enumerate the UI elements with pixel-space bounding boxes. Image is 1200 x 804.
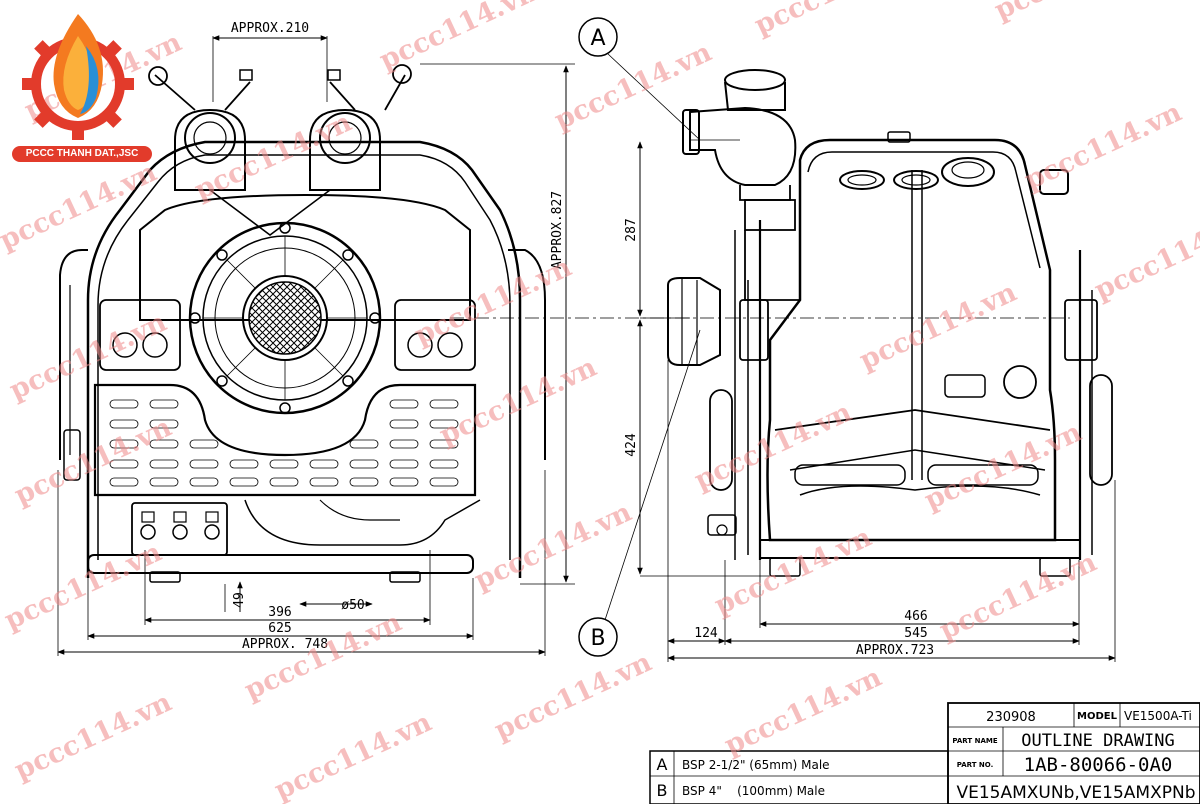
callout-b-circle xyxy=(578,617,618,657)
dim-approx-827: APPROX.827 xyxy=(550,191,565,269)
dim-466: 466 xyxy=(904,609,927,624)
watermark-text: pccc114.vn xyxy=(240,607,407,707)
callout-b-label: B xyxy=(590,626,605,651)
side-view: A B xyxy=(578,17,1116,662)
dim-287: 287 xyxy=(624,218,639,241)
watermark-text: pccc114.vn xyxy=(270,707,437,804)
watermark-text: pccc114.vn xyxy=(490,647,657,747)
flame-gear-icon xyxy=(22,14,134,140)
title-date: 230908 xyxy=(986,710,1036,725)
watermark-text: pccc114.vn xyxy=(470,497,637,597)
part-name-label: PART NAME xyxy=(952,737,997,745)
legend-a-desc: BSP 2-1/2" (65mm) Male xyxy=(682,758,830,772)
legend-a-key: A xyxy=(657,755,668,774)
dim-424: 424 xyxy=(624,433,639,457)
dim-49: 49 xyxy=(232,592,247,608)
watermark-text: pccc114.vn xyxy=(855,277,1022,377)
model-label: MODEL xyxy=(1077,711,1118,722)
watermark-text: pccc114.vn xyxy=(435,352,602,452)
watermark-text: pccc114.vn xyxy=(690,397,857,497)
title-block: 230908 MODEL VE1500A-Ti PART NAME OUTLIN… xyxy=(947,702,1200,804)
watermark-text: pccc114.vn xyxy=(990,0,1157,26)
watermark-text: pccc114.vn xyxy=(10,687,177,787)
watermark-text: pccc114.vn xyxy=(10,412,177,512)
part-no-value: 1AB-80066-0A0 xyxy=(1024,754,1173,776)
dim-545: 545 xyxy=(904,626,927,641)
watermark-text: pccc114.vn xyxy=(0,537,167,637)
dim-124: 124 xyxy=(694,626,718,641)
watermark-text: pccc114.vn xyxy=(1090,207,1200,307)
watermark-text: pccc114.vn xyxy=(550,37,717,137)
dim-d50: ø50 xyxy=(341,598,364,613)
dim-396: 396 xyxy=(268,605,291,620)
watermark-text: pccc114.vn xyxy=(920,417,1087,517)
watermark-text: pccc114.vn xyxy=(750,0,917,41)
front-view: APPROX.210 APPROX.827 49 ø50 396 625 APP… xyxy=(57,21,575,656)
dim-approx-210: APPROX.210 xyxy=(231,21,309,36)
part-no-label: PART NO. xyxy=(957,761,994,769)
dim-approx-748: APPROX. 748 xyxy=(242,637,328,652)
model-value: VE1500A-Ti xyxy=(1124,709,1192,723)
part-name-value: OUTLINE DRAWING xyxy=(1021,731,1175,751)
watermark-text: pccc114.vn xyxy=(1020,97,1187,197)
watermark-text: pccc114.vn xyxy=(190,107,357,207)
dim-625: 625 xyxy=(268,621,291,636)
company-logo: PCCC THANH DAT.,JSC xyxy=(4,6,152,166)
legend-b-key: B xyxy=(657,781,668,800)
watermark-text: pccc114.vn xyxy=(410,252,577,352)
variants-value: VE15AMXUNb,VE15AMXPNb xyxy=(956,783,1195,803)
legend-b-desc: BSP 4" (100mm) Male xyxy=(682,784,825,798)
callout-a-label: A xyxy=(590,26,605,51)
connection-legend: A BSP 2-1/2" (65mm) Male B BSP 4" (100mm… xyxy=(649,750,949,804)
watermark-text: pccc114.vn xyxy=(935,547,1102,647)
dim-approx-723: APPROX.723 xyxy=(856,643,934,658)
logo-caption: PCCC THANH DAT.,JSC xyxy=(12,146,152,162)
watermark-text: pccc114.vn xyxy=(375,0,542,76)
watermark-text: pccc114.vn xyxy=(720,662,887,762)
callout-a-circle xyxy=(578,17,618,57)
watermark-text: pccc114.vn xyxy=(0,157,162,257)
